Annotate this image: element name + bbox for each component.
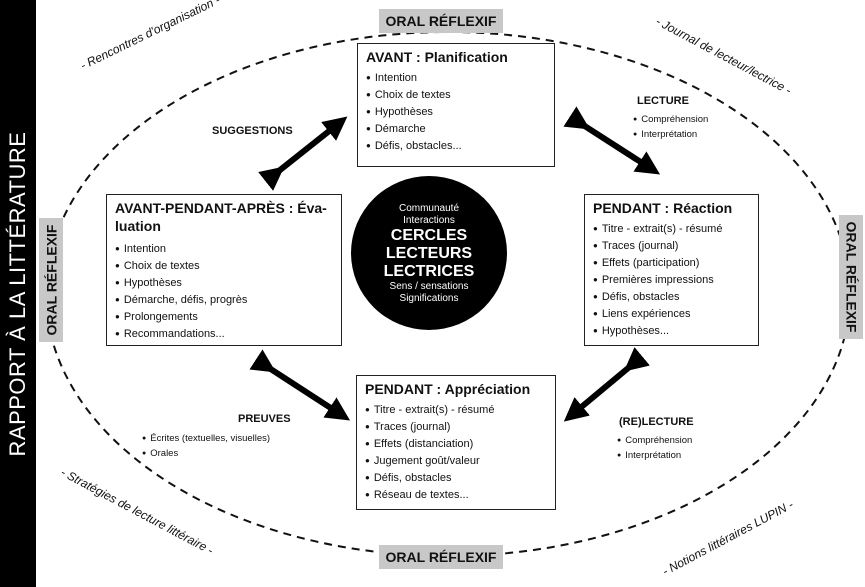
list-item: Écrites (textuelles, visuelles): [142, 432, 270, 447]
list-item: Titre - extrait(s) - résumé: [365, 402, 547, 419]
box-avant-planification: AVANT : Planification Intention Choix de…: [357, 43, 555, 167]
arrow-lecture: [563, 106, 661, 175]
center-text: Communauté: [398, 203, 460, 214]
oral-reflexif-left-text: ORAL RÉFLEXIF: [43, 224, 59, 336]
oral-reflexif-left: ORAL RÉFLEXIF: [39, 218, 63, 342]
box-pendant-reaction: PENDANT : Réaction Titre - extrait(s) - …: [584, 194, 759, 346]
center-circle: Communauté Interactions CERCLES LECTEURS…: [351, 176, 507, 330]
list-item: Premières impressions: [593, 272, 750, 289]
list-item: Effets (distanciation): [365, 436, 547, 453]
list-item: Hypothèses...: [593, 323, 750, 340]
list-item: Choix de textes: [366, 87, 546, 104]
box-evaluation: AVANT-PENDANT-APRÈS : Éva- luation Inten…: [106, 194, 342, 346]
list-item: Orales: [142, 447, 270, 462]
center-text: Sens / sensations: [389, 281, 469, 292]
list-item: Compréhension: [617, 434, 692, 449]
list-item: Traces (journal): [593, 238, 750, 255]
oral-reflexif-top: ORAL RÉFLEXIF: [379, 9, 503, 33]
center-text: Interactions: [403, 215, 455, 226]
box-avant-title: AVANT : Planification: [366, 49, 508, 65]
box-evaluation-title: AVANT-PENDANT-APRÈS : Éva- luation: [115, 199, 333, 235]
preuves-list: Écrites (textuelles, visuelles) Orales: [142, 432, 270, 462]
box-evaluation-title-line1: AVANT-PENDANT-APRÈS : Éva-: [115, 200, 327, 216]
list-item: Interprétation: [617, 449, 692, 464]
list-item: Intention: [366, 70, 546, 87]
oral-reflexif-right: ORAL RÉFLEXIF: [839, 215, 863, 339]
arrow-preuves: [249, 349, 351, 421]
box-evaluation-title-line2: luation: [115, 218, 161, 234]
label-preuves: PREUVES: [238, 413, 291, 425]
list-item: Défis, obstacles: [365, 470, 547, 487]
arrow-relecture: [563, 347, 650, 422]
list-item: Intention: [115, 241, 333, 258]
list-item: Titre - extrait(s) - résumé: [593, 221, 750, 238]
label-relecture: (RE)LECTURE: [619, 416, 694, 428]
list-item: Hypothèses: [366, 104, 546, 121]
list-item: Démarche, défis, progrès: [115, 292, 333, 309]
list-item: Compréhension: [633, 113, 708, 128]
list-item: Interprétation: [633, 128, 708, 143]
center-title: LECTEURS: [385, 245, 473, 262]
oral-reflexif-right-text: ORAL RÉFLEXIF: [843, 221, 859, 333]
label-lecture: LECTURE: [637, 95, 689, 107]
list-item: Démarche: [366, 121, 546, 138]
list-item: Réseau de textes...: [365, 487, 547, 504]
box-reaction-title: PENDANT : Réaction: [593, 200, 733, 216]
label-suggestions: SUGGESTIONS: [212, 125, 293, 137]
list-item: Effets (participation): [593, 255, 750, 272]
box-pendant-appreciation: PENDANT : Appréciation Titre - extrait(s…: [356, 375, 556, 510]
lecture-list: Compréhension Interprétation: [633, 113, 708, 143]
center-title: CERCLES: [390, 227, 468, 244]
list-item: Prolongements: [115, 309, 333, 326]
list-item: Choix de textes: [115, 258, 333, 275]
list-item: Jugement goût/valeur: [365, 453, 547, 470]
center-title: LECTRICES: [383, 263, 475, 280]
center-text: Significations: [399, 293, 459, 304]
relecture-list: Compréhension Interprétation: [617, 434, 692, 464]
list-item: Hypothèses: [115, 275, 333, 292]
list-item: Recommandations...: [115, 326, 333, 343]
arrow-suggestions: [258, 116, 348, 191]
list-item: Défis, obstacles...: [366, 138, 546, 155]
list-item: Liens expériences: [593, 306, 750, 323]
side-title-bar: RAPPORT À LA LITTÉRATURE: [0, 0, 36, 587]
list-item: Traces (journal): [365, 419, 547, 436]
box-appreciation-title: PENDANT : Appréciation: [365, 381, 531, 397]
oral-reflexif-bottom: ORAL RÉFLEXIF: [379, 545, 503, 569]
list-item: Défis, obstacles: [593, 289, 750, 306]
